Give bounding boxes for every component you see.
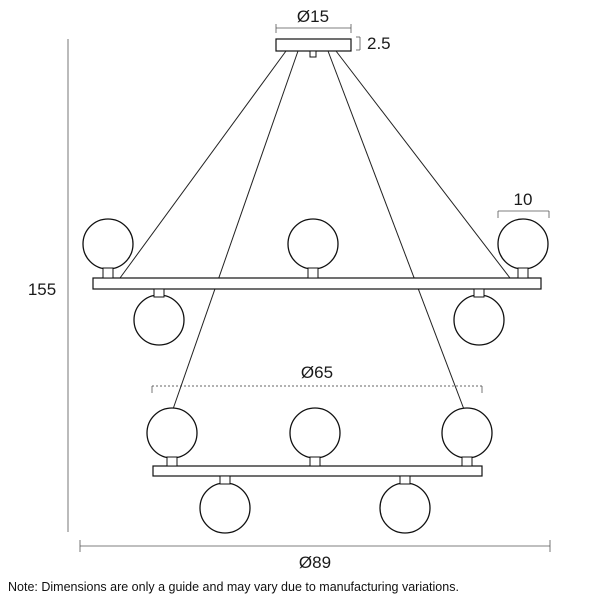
globe-holder: [517, 267, 529, 279]
canopy-diameter-label: Ø15: [297, 7, 329, 26]
suspension-wire: [119, 50, 287, 279]
globe: [287, 218, 339, 270]
suspension-wire: [335, 50, 511, 279]
globe: [379, 482, 431, 534]
globe-holder: [461, 456, 473, 467]
globe: [441, 407, 493, 459]
suspension-wire: [327, 50, 466, 413]
globe: [497, 218, 549, 270]
globe: [289, 407, 341, 459]
suspension-wire: [171, 50, 299, 413]
canopy-hook: [309, 50, 317, 58]
globe-holder: [473, 288, 485, 298]
canopy-height-label: 2.5: [367, 34, 391, 53]
globe: [199, 482, 251, 534]
disclaimer-note: Note: Dimensions are only a guide and ma…: [8, 580, 459, 594]
globe-diameter-label: 10: [514, 190, 533, 209]
globe: [146, 407, 198, 459]
globe-holder: [309, 456, 321, 467]
globe-holder: [102, 267, 114, 279]
globe: [82, 218, 134, 270]
globe-holder: [219, 475, 231, 485]
total-height-label: 155: [28, 280, 56, 299]
upper-ring-bar: [92, 277, 542, 290]
globe-holder: [153, 288, 165, 298]
lower-ring-diameter-label: Ø65: [301, 363, 333, 382]
globe-holder: [307, 267, 319, 279]
overall-diameter-label: Ø89: [299, 553, 331, 572]
lower-ring-bar: [152, 465, 483, 477]
globe-holder: [166, 456, 178, 467]
globe-holder: [399, 475, 411, 485]
globe: [453, 294, 505, 346]
ceiling-canopy: [275, 38, 352, 52]
globe: [133, 294, 185, 346]
